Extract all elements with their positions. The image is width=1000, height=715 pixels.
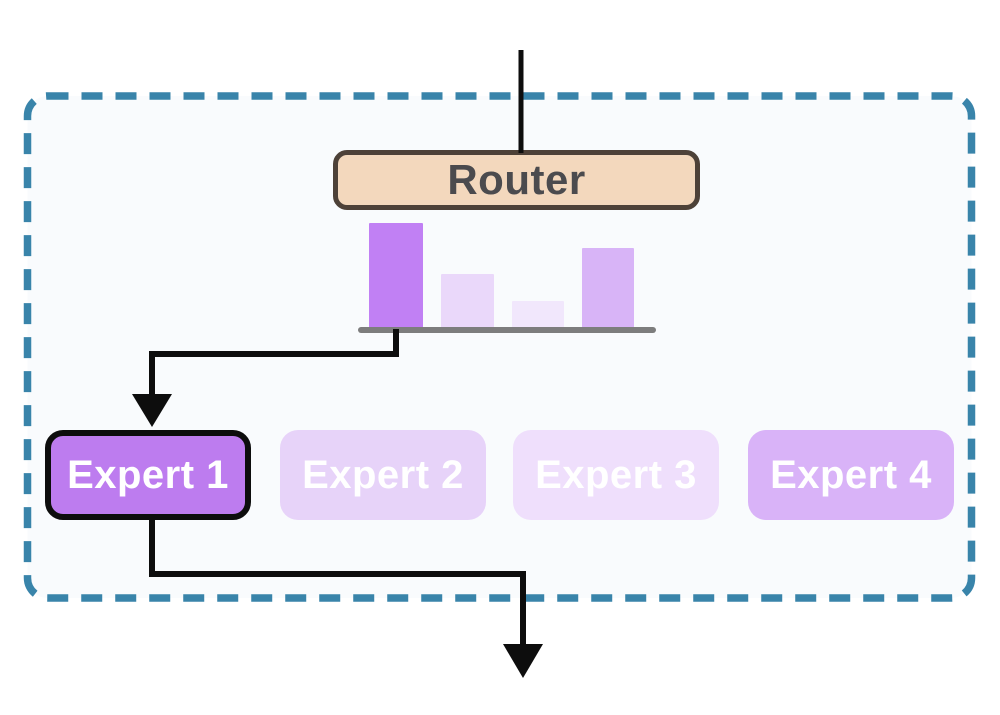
router-bar-2 [441,274,494,330]
router-weights-chart [358,216,656,333]
expert-box-2: Expert 2 [280,430,486,520]
expert-box-1: Expert 1 [45,430,251,520]
expert-box-4: Expert 4 [748,430,954,520]
expert-4-label: Expert 4 [770,452,932,497]
router-bar-4 [582,248,634,330]
expert-3-label: Expert 3 [535,452,697,497]
router-bar-3 [512,301,564,330]
expert-box-3: Expert 3 [513,430,719,520]
router-box: Router [333,150,700,210]
chart-axis-line [358,327,656,333]
router-label: Router [447,156,586,203]
router-bar-1 [369,223,423,330]
expert-1-label: Expert 1 [67,452,229,497]
expert-2-label: Expert 2 [302,452,464,497]
